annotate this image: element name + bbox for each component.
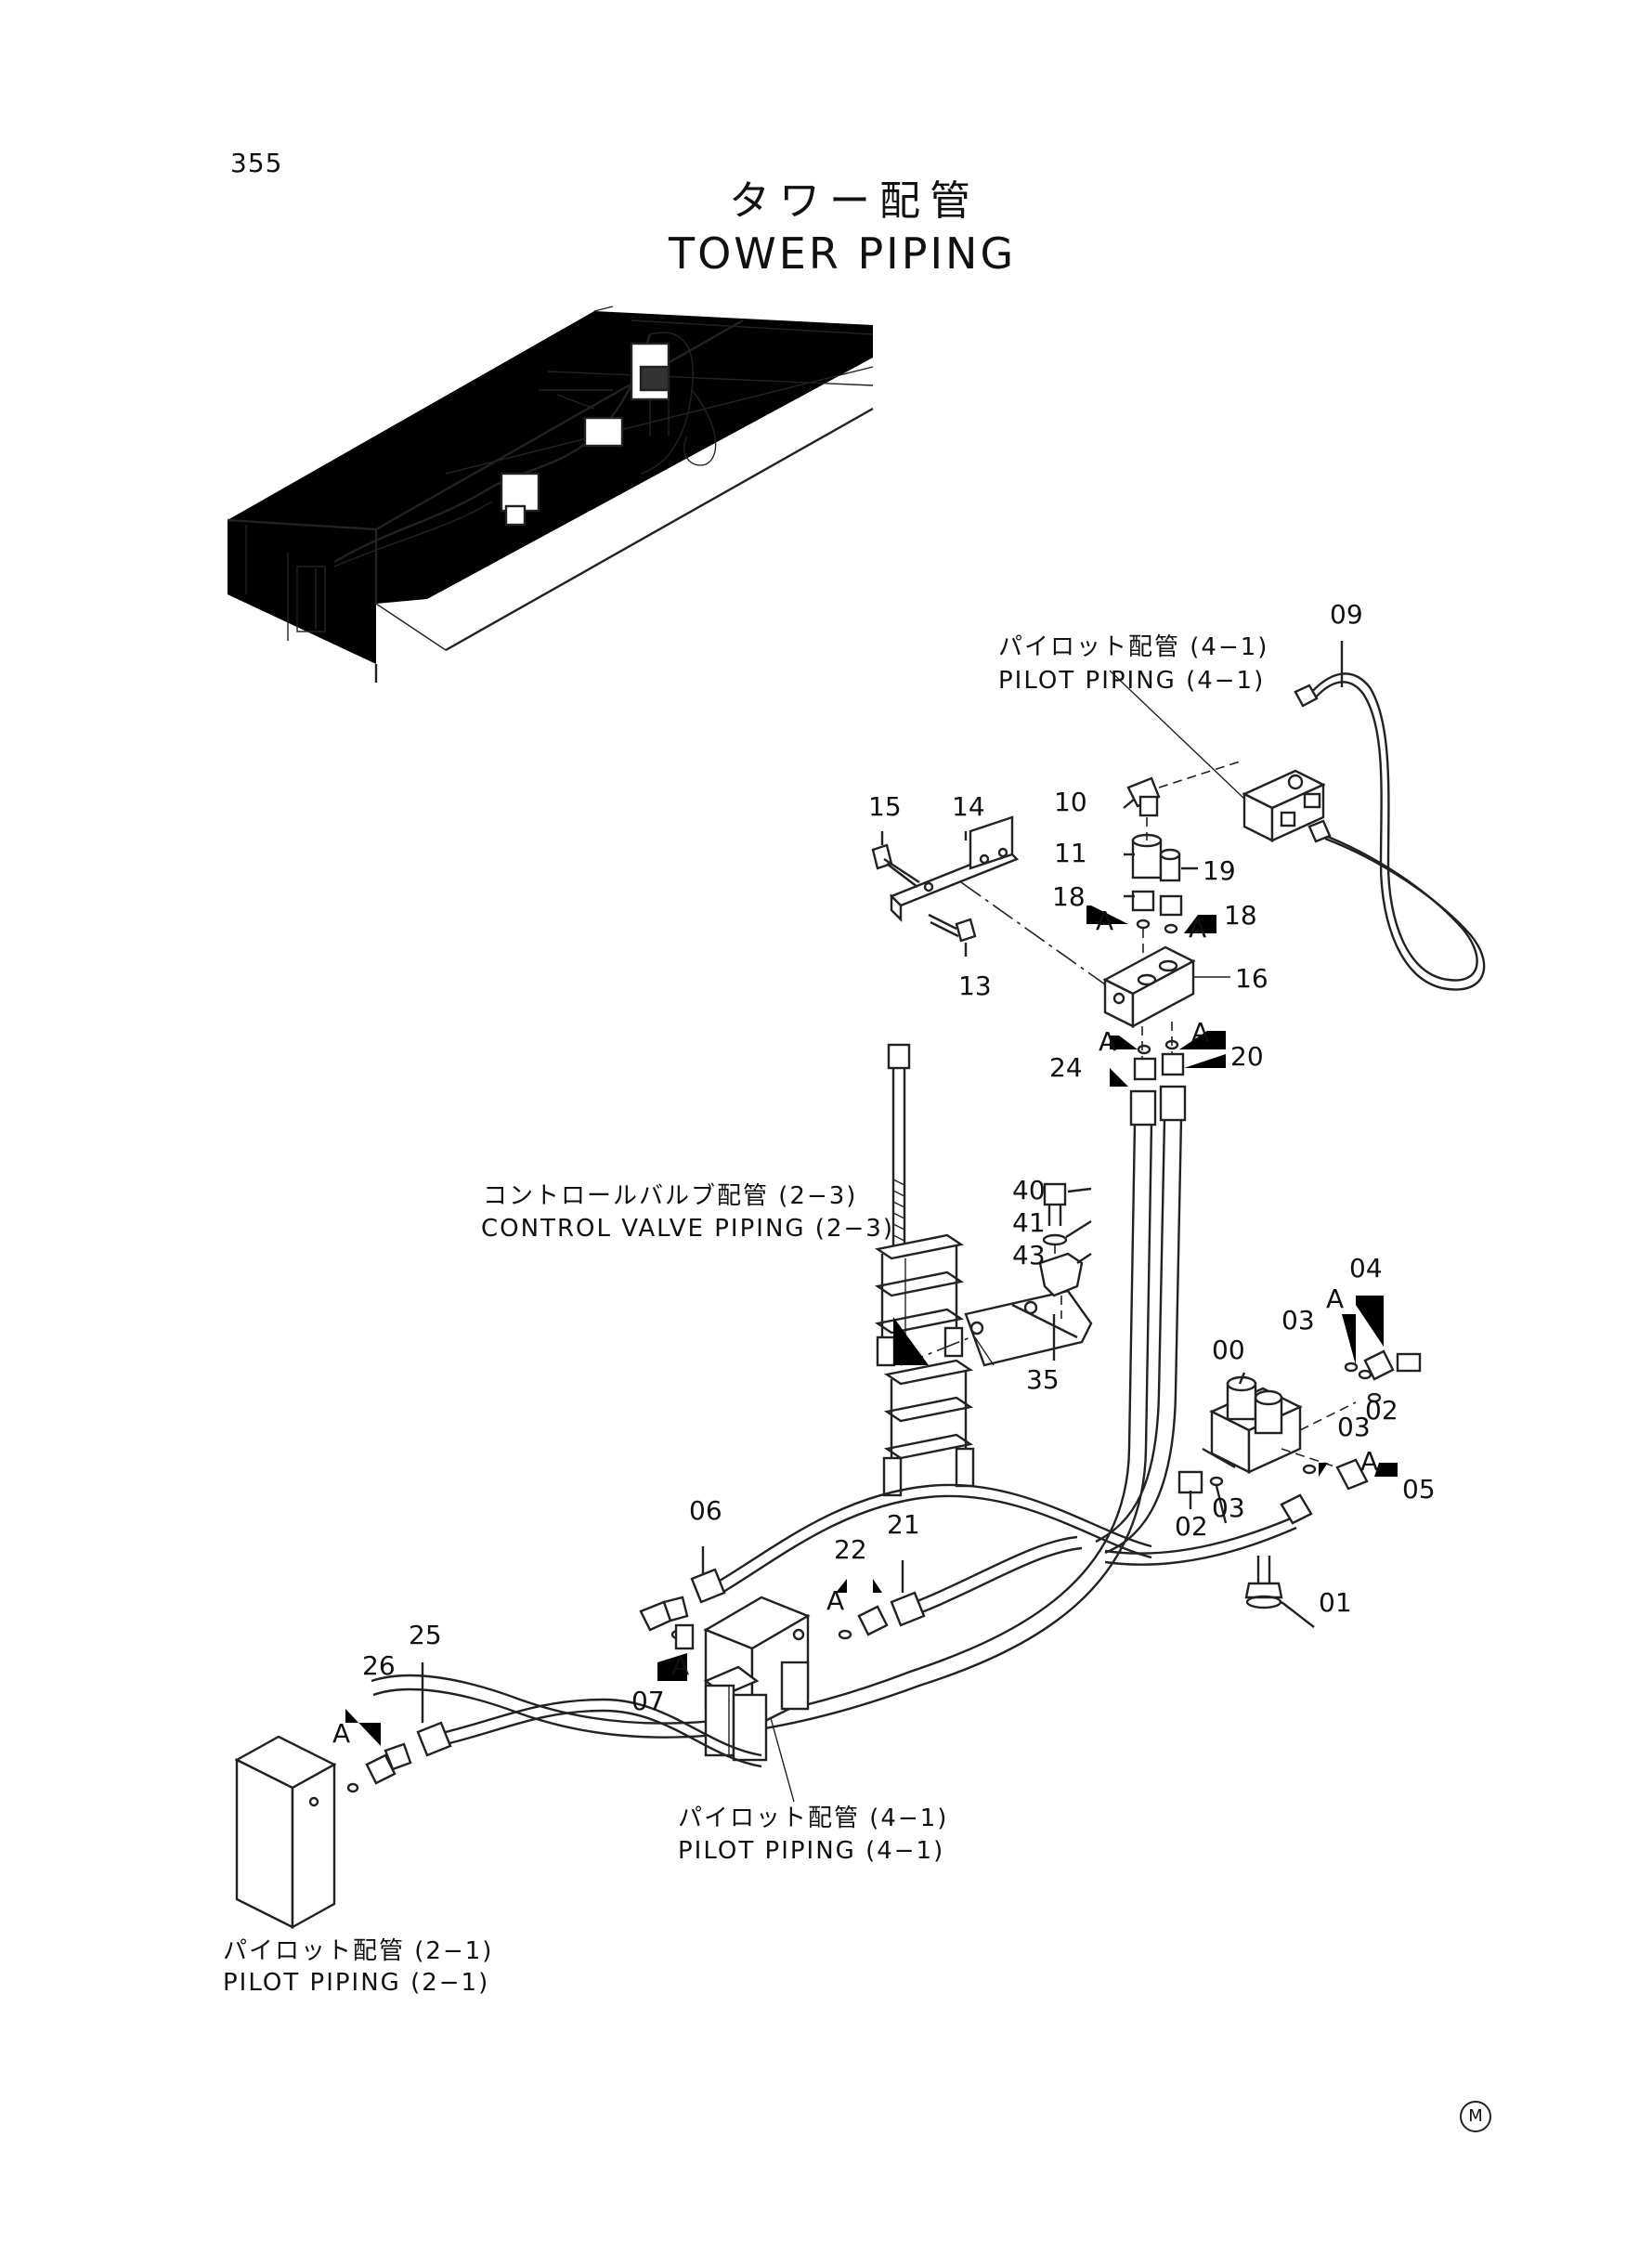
pilot-valve-block-upper	[1242, 769, 1326, 842]
leader-lines	[421, 641, 1344, 1723]
part-label-19: 19	[1203, 855, 1236, 886]
part-label-43: 43	[1012, 1240, 1046, 1270]
part-label-25: 25	[409, 1620, 442, 1650]
part-label-16: 16	[1235, 963, 1268, 994]
part-label-01: 01	[1319, 1587, 1352, 1618]
part-label-09: 09	[1330, 599, 1363, 630]
bolt-01	[1244, 1556, 1283, 1609]
overview-tower-sketch	[227, 306, 874, 683]
part-label-04: 04	[1349, 1253, 1383, 1283]
detail-tag-a-2: A	[1189, 913, 1207, 944]
part-label-22: 22	[834, 1534, 867, 1565]
part-label-15: 15	[868, 791, 902, 822]
part-label-13: 13	[958, 971, 992, 1001]
fittings-18	[1131, 890, 1183, 984]
fittings-24-20	[1133, 1022, 1185, 1081]
part-label-14: 14	[952, 791, 985, 822]
block-16	[1102, 945, 1196, 1029]
note-pilot-2-1-en: PILOT PIPING (2−1)	[223, 1969, 490, 1997]
corner-mark-circled-m: M	[1460, 2101, 1491, 2132]
title-japanese: タワー配管	[729, 177, 980, 225]
part-label-03b: 03	[1337, 1412, 1371, 1442]
detail-tag-a-4: A	[1191, 1017, 1210, 1048]
hose-25	[416, 1698, 762, 1768]
part-label-24: 24	[1049, 1052, 1083, 1083]
leader-pilot-bottom	[770, 1717, 795, 1803]
part-label-07: 07	[631, 1686, 665, 1716]
pilot-valve-bank	[703, 1596, 811, 1762]
detail-brackets	[345, 905, 1398, 1746]
bracket-14	[889, 815, 1106, 985]
pilot-box	[234, 1735, 337, 1930]
part-label-20: 20	[1230, 1041, 1264, 1072]
hose-09	[1294, 672, 1486, 991]
detail-tag-a-8: A	[671, 1650, 690, 1681]
fittings-02-03-04-05	[1104, 1349, 1422, 1566]
detail-tag-a-5: A	[1326, 1283, 1345, 1314]
adapter-19	[1159, 848, 1181, 882]
part-label-18b: 18	[1224, 900, 1257, 931]
adapter-11	[1131, 817, 1163, 879]
fitting-26	[346, 1742, 412, 1793]
note-pilot-4-1-top-jp: パイロット配管 (4−1)	[998, 633, 1269, 661]
title-english: TOWER PIPING	[669, 228, 1017, 279]
note-control-valve-jp: コントロールバルブ配管 (2−3)	[483, 1182, 858, 1210]
bolt-15	[871, 843, 920, 888]
part-label-40: 40	[1012, 1175, 1046, 1205]
valve-00	[1202, 1375, 1357, 1474]
part-label-00: 00	[1212, 1335, 1245, 1365]
fittings-22-07	[639, 1596, 889, 1650]
detail-tag-a-3: A	[1099, 1026, 1117, 1057]
part-label-05: 05	[1402, 1474, 1436, 1505]
note-pilot-4-1-top-en: PILOT PIPING (4−1)	[998, 667, 1266, 695]
hose-06	[690, 1483, 1152, 1604]
bracket-35	[900, 1258, 1093, 1367]
note-pilot-4-1-bottom-jp: パイロット配管 (4−1)	[678, 1804, 949, 1832]
part-label-41: 41	[1012, 1207, 1046, 1238]
part-label-21: 21	[887, 1509, 920, 1540]
note-pilot-2-1-jp: パイロット配管 (2−1)	[223, 1937, 494, 1965]
detail-tag-a-1: A	[1096, 905, 1114, 936]
part-label-18a: 18	[1052, 881, 1086, 912]
leader-pilot-top	[1109, 670, 1245, 800]
note-pilot-4-1-bottom-en: PILOT PIPING (4−1)	[678, 1837, 945, 1865]
part-label-10: 10	[1054, 787, 1087, 817]
part-label-02b: 02	[1175, 1511, 1208, 1542]
part-label-06: 06	[689, 1495, 722, 1526]
bolt-40-washer-41-plate-43	[1038, 1182, 1084, 1319]
part-label-02a: 02	[1365, 1395, 1398, 1426]
hose-21	[890, 1535, 1083, 1627]
bolt-13	[928, 913, 977, 943]
clamp-lower	[882, 1317, 975, 1497]
note-control-valve-en: CONTROL VALVE PIPING (2−3)	[481, 1215, 894, 1243]
part-label-03c: 03	[1212, 1492, 1245, 1523]
elbow-10	[1126, 761, 1241, 817]
part-label-03a: 03	[1281, 1305, 1315, 1335]
part-label-26: 26	[362, 1650, 396, 1681]
detail-tag-a-7: A	[826, 1585, 845, 1616]
part-label-35: 35	[1026, 1364, 1060, 1395]
detail-tag-a-6: A	[1360, 1446, 1379, 1477]
part-label-11: 11	[1054, 838, 1087, 868]
detail-tag-a-9: A	[332, 1718, 351, 1749]
long-bolt	[887, 1043, 911, 1249]
page-number: 355	[230, 148, 283, 178]
